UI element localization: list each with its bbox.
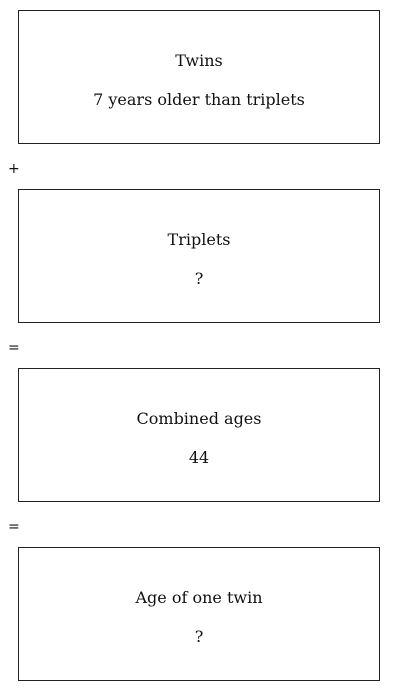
combined-ages-box: Combined ages 44 xyxy=(18,368,380,502)
triplets-value: ? xyxy=(194,269,204,288)
twins-title: Twins xyxy=(175,51,223,70)
combined-ages-title: Combined ages xyxy=(136,409,262,428)
twins-value: 7 years older than triplets xyxy=(93,90,305,109)
equals-operator-1: = xyxy=(8,340,20,356)
triplets-box: Triplets ? xyxy=(18,189,380,323)
age-of-one-twin-title: Age of one twin xyxy=(135,588,263,607)
triplets-title: Triplets xyxy=(167,230,231,249)
equals-operator-2: = xyxy=(8,519,20,535)
age-of-one-twin-box: Age of one twin ? xyxy=(18,547,380,681)
combined-ages-value: 44 xyxy=(188,448,210,467)
plus-operator: + xyxy=(8,161,20,177)
age-of-one-twin-value: ? xyxy=(194,627,204,646)
twins-box: Twins 7 years older than triplets xyxy=(18,10,380,144)
